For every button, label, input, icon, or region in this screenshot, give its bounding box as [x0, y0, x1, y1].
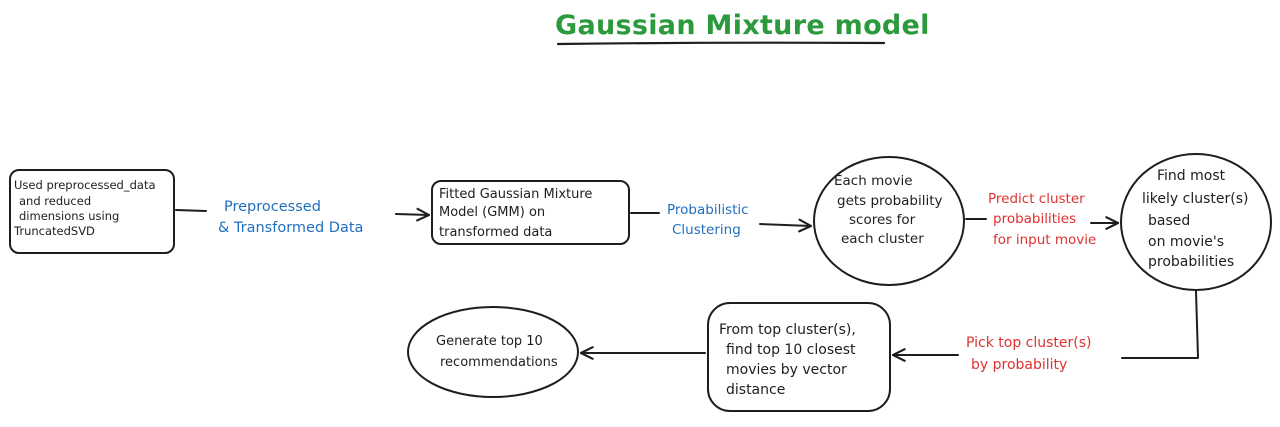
node-used-preprocessed-data [9, 169, 175, 254]
node-text-line: transformed data [439, 225, 552, 240]
node-used-preprocessed-text: Used preprocessed_data and reduced dimen… [13, 178, 159, 238]
node-text-line: Each movie [834, 173, 913, 189]
edge-label-line: Predict cluster [988, 191, 1085, 207]
edge-arrow-preprocessed [175, 209, 207, 212]
node-generate-recommendations [407, 306, 579, 398]
edge-label-line: for input movie [993, 232, 1096, 248]
node-text-line: on movie's [1148, 234, 1224, 250]
edge-label-predict: Predict cluster probabilities for input … [988, 191, 1096, 248]
node-from-top-clusters [707, 302, 891, 412]
node-text-line: Find most [1157, 168, 1226, 184]
title-underline [556, 41, 886, 46]
node-fitted-gmm [431, 180, 630, 245]
diagram-title: Gaussian Mixture model [555, 10, 930, 41]
node-each-movie [813, 156, 965, 286]
node-each-movie-text: Each movie gets probability scores for e… [834, 173, 947, 247]
edge-label-line: by probability [971, 357, 1067, 373]
node-text-line: gets probability [837, 193, 943, 209]
edge-label-line: & Transformed Data [218, 220, 363, 236]
node-text-line: each cluster [841, 231, 924, 247]
edge-arrow-pick [1121, 290, 1199, 359]
node-text-line: and reduced [19, 194, 91, 208]
node-find-most-likely [1120, 153, 1272, 291]
node-text-line: Generate top 10 [436, 334, 543, 349]
edge-label-line: Preprocessed [224, 199, 321, 215]
node-text-line: Fitted Gaussian Mixture [439, 187, 592, 202]
edge-label-line: probabilities [993, 211, 1076, 227]
node-text-line: distance [726, 382, 785, 398]
node-find-most-text: Find most likely cluster(s) based on mov… [1142, 168, 1253, 270]
node-text-line: likely cluster(s) [1142, 191, 1248, 207]
node-fitted-gmm-text: Fitted Gaussian Mixture Model (GMM) on t… [439, 187, 597, 240]
edge-label-probabilistic: Probabilistic Clustering [667, 202, 753, 238]
node-text-line: From top cluster(s), [719, 322, 856, 338]
edge-arrow-preprocessed-head [395, 207, 431, 222]
node-text-line: recommendations [440, 355, 558, 370]
edge-label-preprocessed: Preprocessed & Transformed Data [218, 199, 363, 236]
node-text-line: scores for [849, 212, 916, 228]
node-text-line: probabilities [1148, 254, 1234, 270]
node-from-top-text: From top cluster(s), find top 10 closest… [719, 322, 860, 398]
edge-label-line: Pick top cluster(s) [966, 335, 1092, 351]
node-text-line: based [1148, 213, 1190, 229]
node-text-line: movies by vector [726, 362, 847, 378]
node-generate-text: Generate top 10 recommendations [436, 334, 558, 370]
node-text-line: Model (GMM) on [439, 205, 545, 220]
node-text-line: TruncatedSVD [13, 224, 95, 238]
node-text-line: Used preprocessed_data [14, 178, 156, 192]
node-text-line: dimensions using [19, 209, 119, 223]
edge-label-line: Clustering [672, 222, 741, 238]
edge-label-line: Probabilistic [667, 202, 749, 218]
edge-arrow-probabilistic-head [759, 218, 813, 233]
node-text-line: find top 10 closest [726, 342, 856, 358]
edge-label-pick: Pick top cluster(s) by probability [966, 335, 1096, 373]
